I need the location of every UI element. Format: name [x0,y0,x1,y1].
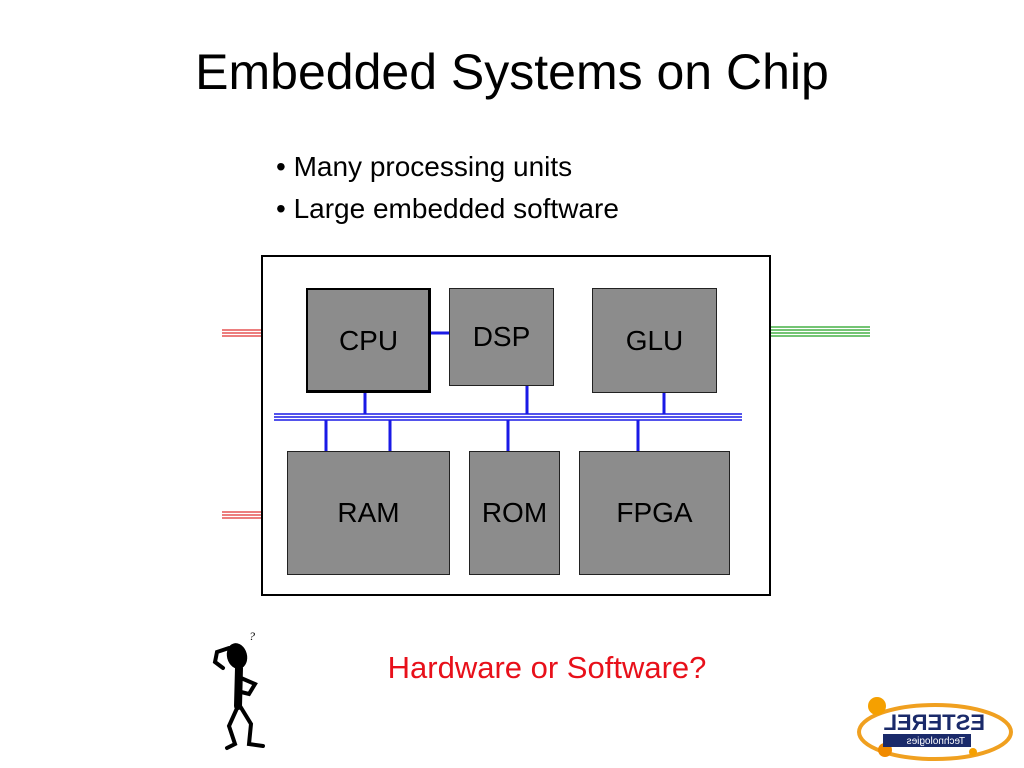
logo-text-mirrored: ESTEREL Technologies [883,710,985,747]
bus-taps [324,331,666,451]
bullet-list: • Many processing units • Large embedded… [276,146,619,230]
person-question-mark: ? [249,629,255,643]
bus-lines [274,413,742,421]
logo-line2: Technologies [907,736,965,747]
question-text: Hardware or Software? [387,650,707,685]
ram-label: RAM [337,497,400,528]
thinking-person-icon: ? [212,629,265,750]
ram-block: RAM [287,451,450,575]
dsp-block: DSP [449,288,554,386]
bullet-item: • Many processing units [276,151,573,182]
cpu-label: CPU [338,324,399,356]
cpu-block: CPU [306,288,431,393]
fpga-block: FPGA [579,451,730,575]
dsp-label: DSP [472,321,531,352]
glu-block: GLU [592,288,717,393]
slide-title: Embedded Systems on Chip [195,44,829,100]
rom-label: ROM [481,497,548,528]
bullet-item: • Large embedded software [276,193,619,224]
logo-line1: ESTEREL [884,710,985,735]
fpga-label: FPGA [616,497,693,528]
glu-label: GLU [625,324,684,356]
esterel-logo: ESTEREL Technologies [857,697,1013,761]
rom-block: ROM [469,451,560,575]
